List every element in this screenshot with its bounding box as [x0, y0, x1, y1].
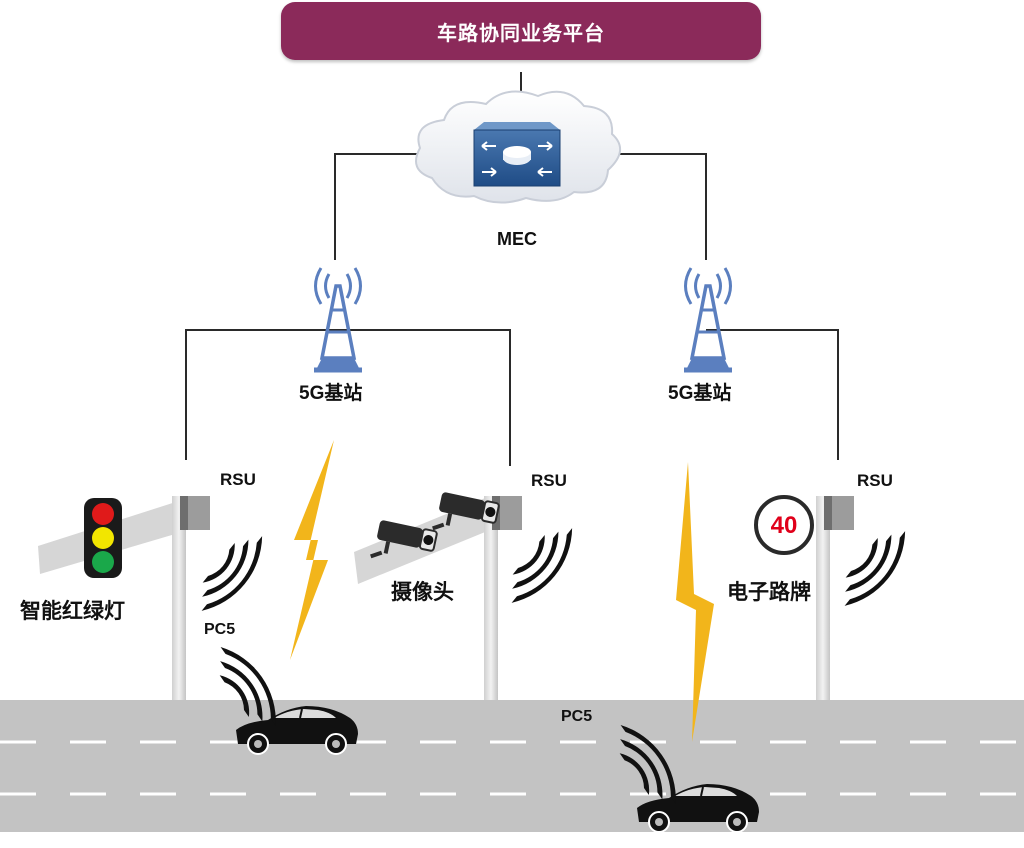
connection-lines — [185, 72, 839, 466]
pc5-link-label: PC5 — [561, 708, 593, 725]
rsu-signal-icon — [504, 528, 580, 603]
e-sign-label: 电子路牌 — [727, 581, 811, 604]
rsu-signal-icon — [837, 531, 913, 606]
traffic-light-label: 智能红绿灯 — [20, 600, 125, 623]
rsu-label: RSU — [857, 471, 893, 490]
5g-tower-icon — [314, 268, 362, 370]
rsu-label: RSU — [531, 471, 567, 490]
5g-link-lightning-icon — [676, 462, 714, 742]
5g-tower-icon — [684, 268, 732, 370]
speed-limit-sign-icon — [754, 495, 814, 555]
switch-icon — [473, 122, 561, 187]
rsu-signal-icon — [194, 536, 270, 611]
5g-link-lightning-icon — [290, 440, 334, 660]
base-station-label: 5G基站 — [299, 383, 363, 404]
rsu-label: RSU — [220, 470, 256, 489]
camera-label: 摄像头 — [391, 581, 454, 604]
mec-cloud-icon — [415, 90, 621, 204]
pc5-link-label: PC5 — [204, 621, 236, 638]
speed-limit-value: 40 — [770, 512, 798, 539]
traffic-light-icon — [84, 498, 122, 578]
road — [0, 700, 1024, 832]
base-station-label: 5G基站 — [668, 383, 732, 404]
mec-label: MEC — [497, 229, 537, 249]
rsu-pole — [816, 496, 854, 700]
platform-title: 车路协同业务平台 — [281, 2, 761, 60]
